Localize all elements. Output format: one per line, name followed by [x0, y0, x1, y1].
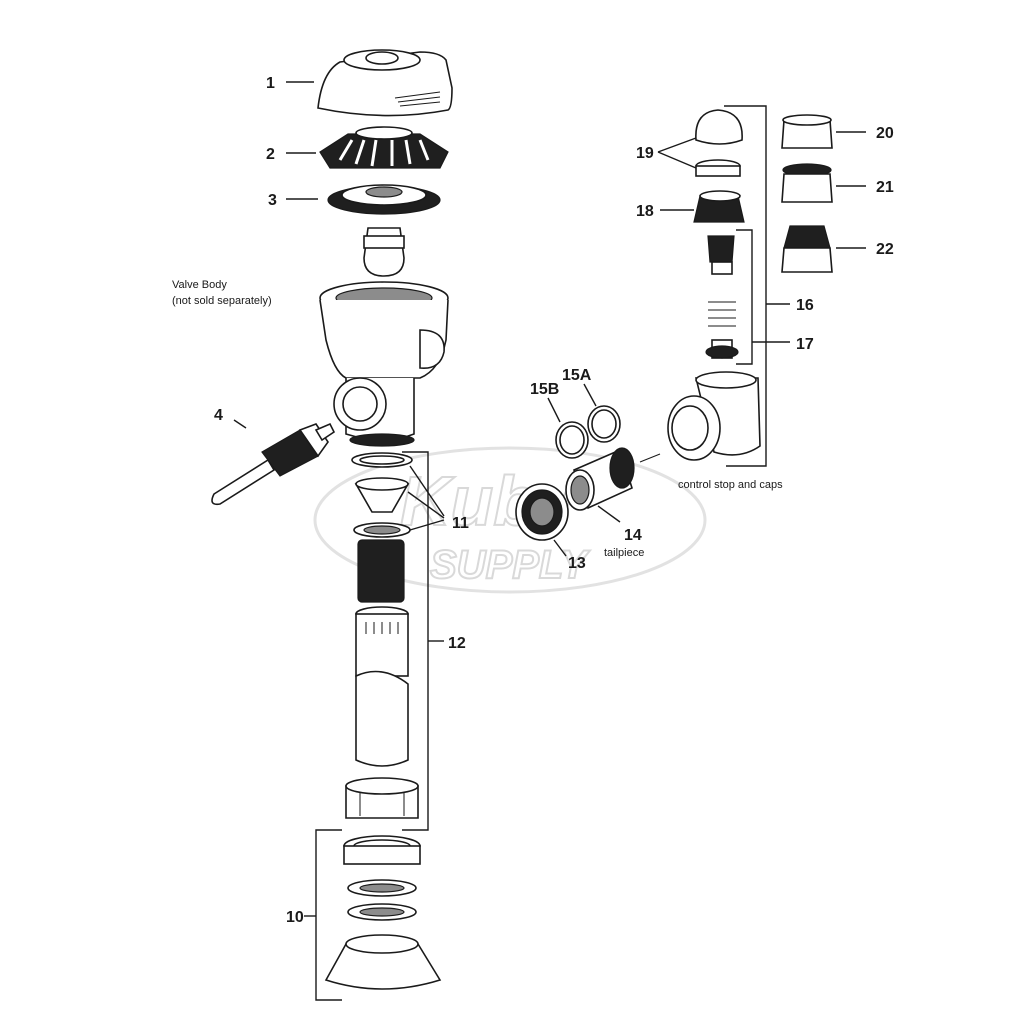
part-1-cover — [317, 49, 453, 117]
callout-3: 3 — [268, 192, 277, 209]
part-17-stop-cartridge — [705, 235, 739, 359]
control-stop-body — [639, 371, 761, 463]
caption-valve-body-line1: Valve Body — [172, 279, 227, 291]
part-15a-ring — [587, 405, 621, 443]
callout-10: 10 — [286, 909, 304, 926]
callout-11: 11 — [452, 515, 469, 532]
callout-19: 19 — [636, 145, 654, 162]
callout-20: 20 — [876, 125, 894, 142]
caption-valve-body-line2: (not sold separately) — [172, 295, 272, 307]
callout-14: 14 — [624, 527, 642, 544]
callout-13: 13 — [568, 555, 586, 572]
callout-12: 12 — [448, 635, 466, 652]
part-20-cap — [781, 114, 833, 149]
callout-15b: 15B — [530, 381, 559, 398]
part-2-inner-cover — [319, 126, 449, 169]
caption-tailpiece: tailpiece — [604, 547, 644, 559]
part-18-nut — [693, 190, 745, 223]
part-13-coupling-nut — [515, 483, 569, 541]
part-15b-ring — [555, 421, 589, 459]
callout-17: 17 — [796, 336, 814, 353]
part-21-cap — [781, 163, 833, 203]
watermark-line2: SUPPLY — [430, 543, 590, 587]
part-10-spud — [324, 835, 442, 990]
part-14-tailpiece — [565, 447, 635, 511]
callout-1: 1 — [266, 75, 275, 92]
part-11-gaskets — [351, 452, 413, 538]
callout-15a: 15A — [562, 367, 592, 384]
callout-21: 21 — [876, 179, 894, 196]
callout-4: 4 — [214, 407, 223, 424]
callout-2: 2 — [266, 146, 275, 163]
part-4-handle — [211, 422, 336, 506]
callout-16: 16 — [796, 297, 814, 314]
callout-22: 22 — [876, 241, 894, 258]
part-22-cap — [781, 225, 833, 273]
part-3-diaphragm — [327, 184, 441, 277]
callout-18: 18 — [636, 203, 654, 220]
part-12-flush-tube — [345, 539, 419, 819]
valve-body — [319, 281, 449, 447]
caption-control-stop: control stop and caps — [678, 479, 783, 491]
part-19-cap — [695, 109, 743, 177]
